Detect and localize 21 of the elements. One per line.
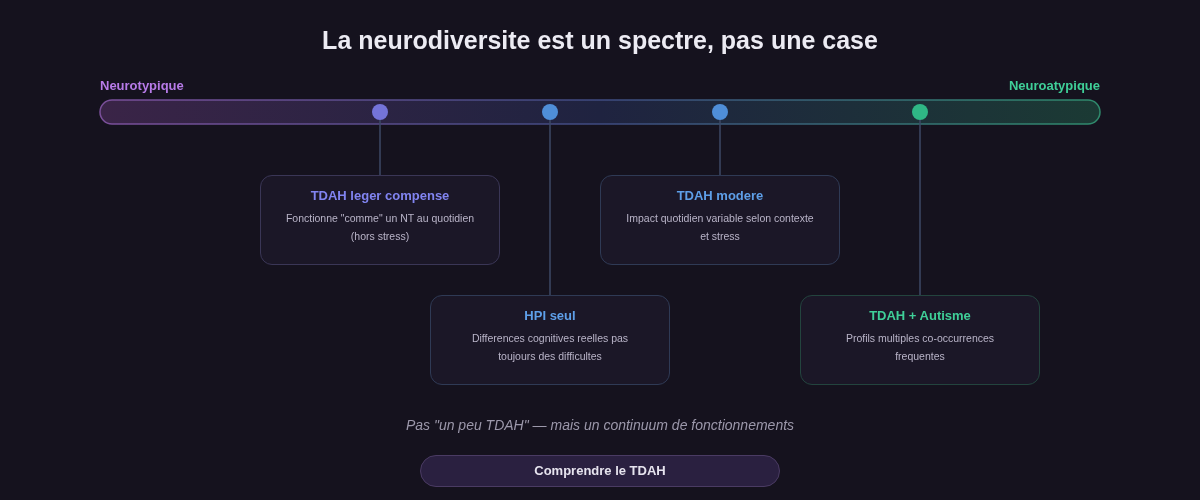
profile-card bbox=[260, 175, 500, 265]
card-heading: HPI seul bbox=[524, 308, 576, 323]
diagram-title: La neurodiversite est un spectre, pas une case bbox=[321, 26, 879, 55]
card-heading: TDAH leger compense bbox=[310, 188, 450, 203]
footer-pill: Comprendre le TDAH bbox=[420, 455, 780, 487]
profile-card bbox=[800, 295, 1040, 385]
connector-line bbox=[719, 119, 721, 176]
spectrum-end-label: Neuroatypique bbox=[1009, 78, 1100, 93]
connector-line bbox=[919, 119, 921, 296]
card-heading: TDAH + Autisme bbox=[869, 308, 971, 323]
connector-line bbox=[549, 119, 551, 296]
card-description: Impact quotidien variable selon contexte et stress bbox=[625, 211, 815, 244]
card-description: Differences cognitives reelles pas toujours des difficultes bbox=[470, 331, 630, 364]
card-description: Profils multiples co-occurrences frequentes bbox=[844, 331, 996, 364]
spectrum-end-label: Neurotypique bbox=[100, 78, 184, 93]
connector-line bbox=[379, 119, 381, 176]
tagline-text: Pas "un peu TDAH" — mais un continuum de fonctionnements bbox=[404, 417, 796, 433]
card-description: Fonctionne "comme" un NT au quotidien (hors stress) bbox=[285, 211, 475, 244]
profile-card bbox=[600, 175, 840, 265]
profile-card bbox=[430, 295, 670, 385]
card-heading: TDAH modere bbox=[676, 188, 764, 203]
